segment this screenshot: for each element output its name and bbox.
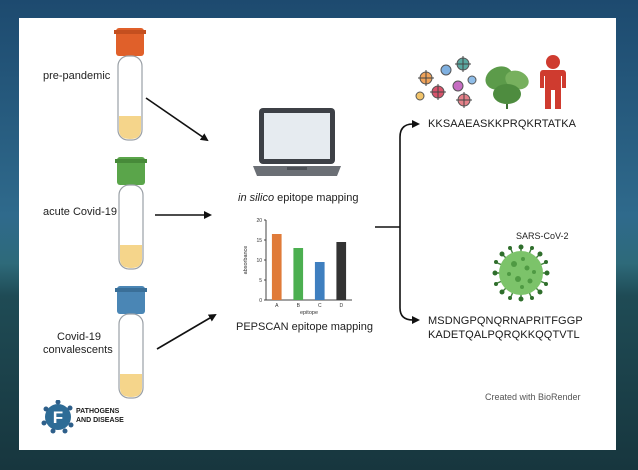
sample-tube-convalescent [115,286,147,399]
plant-leaf-icon [485,66,529,109]
x-tick-label-D: D [339,303,343,309]
flow-arrows [145,97,420,350]
y-tick-label: 0 [259,298,262,304]
x-tick-label-B: B [297,303,301,309]
sample-tube-acute [115,157,147,270]
biorender-credit: Created with BioRender [485,392,581,402]
arrow-pre-pandemic [145,97,209,142]
virus-label: SARS-CoV-2 [516,231,569,241]
logo-line2: AND DISEASE [76,417,124,424]
bar-D [336,242,347,300]
figure-panel: pre-pandemic acute Covid-19 Covid-19 con… [19,18,616,450]
sequence-2-line1: MSDNGPQNQRNAPRITFGGP [428,315,583,327]
journal-logo-icon: F [41,400,74,434]
bar-A [271,234,282,300]
sample-label-convalescent-line2: convalescents [43,344,113,356]
person-icon [540,55,566,109]
sample-label-convalescent-line1: Covid-19 [57,331,102,343]
sample-label-acute: acute Covid-19 [43,206,117,218]
x-tick-label-A: A [275,303,279,309]
sars-cov-2-virus-icon [492,244,550,302]
bar-B [293,248,304,300]
sequence-1: KKSAAEASKKPRQKRTATKA [428,118,577,130]
y-tick-label: 20 [256,218,262,224]
logo-letter: F [53,408,63,427]
sequence-2-line2: KADETQALPQRQKKQQTVTL [428,329,580,341]
laptop-icon [253,108,341,176]
y-tick-label: 10 [256,258,262,264]
y-axis-label: absorbance [243,246,249,275]
sample-tube-pre-pandemic [114,28,146,141]
y-tick-label: 5 [259,278,262,284]
journal-logo-text: PATHOGENS AND DISEASE [76,407,124,425]
logo-line1: PATHOGENS [76,408,120,415]
bracket-line [399,123,414,321]
x-axis-label: epitope [300,310,318,316]
bar-C [314,262,325,300]
pepscan-label: PEPSCAN epitope mapping [236,321,373,333]
y-tick-label: 15 [256,238,262,244]
arrow-convalescent [156,313,217,350]
sample-label-pre-pandemic: pre-pandemic [43,70,111,82]
x-tick-label-C: C [318,303,322,309]
insilico-label: in silico epitope mapping [238,192,359,204]
pathogens-cluster-icon [415,56,477,108]
